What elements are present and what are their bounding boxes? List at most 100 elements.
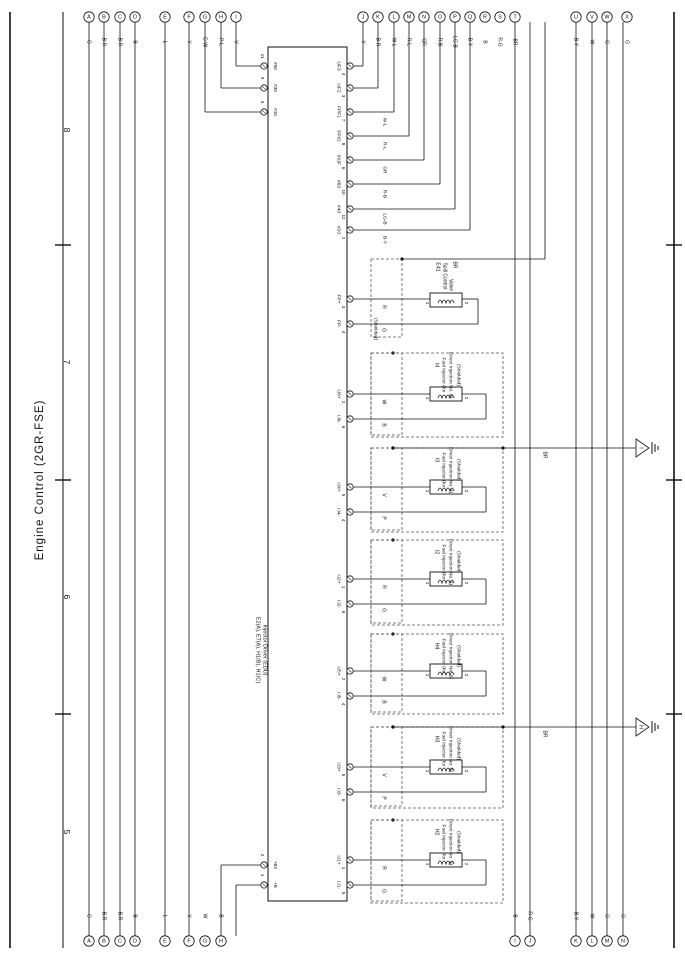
pin-terminal-mark	[348, 602, 352, 606]
ecu-pin-name: IJ3+	[336, 762, 342, 771]
section-number: 8	[62, 128, 72, 133]
ecu-pin-name: IJ1-	[336, 881, 342, 889]
connector-letter: K	[376, 14, 380, 20]
pin-terminal-mark	[348, 392, 352, 396]
pin-terminal-mark	[262, 110, 266, 114]
pin-terminal-mark	[348, 883, 352, 887]
wire-color-label: P	[381, 516, 387, 520]
connector-letter: F	[187, 14, 191, 20]
wire-color-label: W	[381, 677, 387, 682]
shielded-label: (Shielded)	[456, 459, 462, 481]
ecu-pin-number: 9	[260, 77, 265, 80]
connector-letter: H	[219, 14, 223, 20]
ecu-pin-name: +B	[273, 882, 278, 888]
component-name: Fuel Injector (for	[441, 825, 447, 860]
component-name: Fuel Injector (for	[441, 358, 447, 393]
ecu-pin-number: 6	[341, 426, 346, 429]
ecu-pin-name: #10	[273, 108, 278, 116]
ecu-pin-name: IJ4-	[336, 508, 342, 516]
connector-letter: G	[203, 14, 207, 20]
component-name: Direct Injection No. 4)	[448, 447, 454, 494]
connector-letter: R	[483, 14, 487, 20]
ecu-pin-number: 8	[341, 143, 346, 146]
ecu-pin-number: 4	[341, 331, 346, 334]
coil-pin-label: 2	[464, 490, 469, 493]
component-name: Direct Injection No. 2)	[448, 539, 454, 586]
pin-terminal-mark	[348, 64, 352, 68]
connector-letter: T	[513, 14, 517, 20]
ecu-pin-name: IJ6+	[336, 389, 342, 398]
pin-terminal-mark	[262, 863, 266, 867]
coil-symbol	[437, 299, 455, 305]
ecu-pin-number: 6	[341, 167, 346, 170]
wire-color-label: P	[381, 796, 387, 800]
section-number: 7	[62, 360, 72, 365]
valve-coil-box	[429, 292, 463, 308]
connector-letter: K	[574, 938, 578, 944]
ecu-subtitle: Injector Driver (EDU)	[262, 624, 268, 675]
ecu-pin-name: FPIO	[336, 130, 342, 141]
wire-color-label: G	[624, 40, 630, 44]
wire-color-label: R-G	[497, 37, 503, 46]
pin-terminal-mark	[348, 765, 352, 769]
coil-pin-label: 2	[464, 582, 469, 585]
coil-pin-label: 2	[464, 674, 469, 677]
shield-group-box	[370, 539, 504, 626]
splice-point	[501, 446, 505, 450]
connector-letter: L	[392, 14, 395, 20]
ground-triangle-icon	[635, 438, 650, 458]
shield-group-box	[370, 633, 504, 715]
connector-letter: J	[529, 938, 532, 944]
ecu-pin-number: 3	[341, 306, 346, 309]
connector-letter: O	[438, 14, 443, 20]
wire-color-label: R-B	[382, 190, 388, 198]
ecu-title: E2(A), E7(A), H1(B), H1(C)	[255, 617, 261, 683]
connector-letter: E	[163, 14, 167, 20]
coil-pin-label: 1	[425, 674, 430, 677]
connector-letter: A	[87, 14, 91, 20]
right-top-connector	[621, 11, 633, 23]
section-number: 6	[62, 595, 72, 600]
ecu-pin-name: IJ5-	[336, 692, 342, 700]
wire-color-label: W	[381, 400, 387, 405]
ecu-pin-name: IJ5+	[336, 666, 342, 675]
pin-terminal-mark	[348, 110, 352, 114]
component-name: Fuel Injector (for	[441, 732, 447, 767]
connector-letter: I	[235, 14, 237, 20]
component-code: H2	[434, 829, 440, 836]
connector-letter: A	[87, 938, 91, 944]
ecu-pin-name: IJF3	[336, 61, 342, 71]
component-name: Fuel Injector (for	[441, 639, 447, 674]
pin-terminal-mark	[348, 182, 352, 186]
ecu-pin-number: 7	[341, 119, 346, 122]
wire-color-label: R-L	[382, 142, 388, 150]
ecu-pin-number: 11	[260, 54, 265, 59]
connector-letter: V	[590, 14, 594, 20]
connector-letter: U	[574, 14, 578, 20]
ecu-box	[267, 46, 348, 902]
coil-symbol	[437, 487, 455, 493]
splice-point	[501, 725, 505, 729]
ground-letter: H	[638, 725, 644, 729]
shield-group-box	[370, 819, 504, 904]
coil-symbol	[437, 394, 455, 400]
shielded-label: (Shielded)	[373, 318, 379, 340]
ecu-pin-name: FP-	[336, 320, 342, 328]
ecu-pin-number: 2	[260, 854, 265, 857]
ecu-pin-name: IJ2-	[336, 600, 342, 608]
ecu-pin-name: INJF	[336, 155, 342, 165]
connector-letter: B	[102, 938, 106, 944]
connector-letter: L	[590, 938, 593, 944]
pin-terminal-mark	[348, 858, 352, 862]
right-top-connector	[479, 11, 491, 23]
pin-terminal-mark	[348, 158, 352, 162]
wire-color-label: B-Y	[382, 236, 388, 245]
wire-color-label: B	[381, 423, 387, 427]
ecu-pin-number: 10	[341, 189, 346, 195]
connector-letter: D	[133, 938, 137, 944]
component-name: Direct Injection No. 5)	[448, 633, 454, 680]
shielded-label: (Shielded)	[456, 645, 462, 667]
connector-letter: H	[219, 938, 223, 944]
splice-point	[391, 446, 395, 450]
component-code: I4	[434, 363, 440, 367]
